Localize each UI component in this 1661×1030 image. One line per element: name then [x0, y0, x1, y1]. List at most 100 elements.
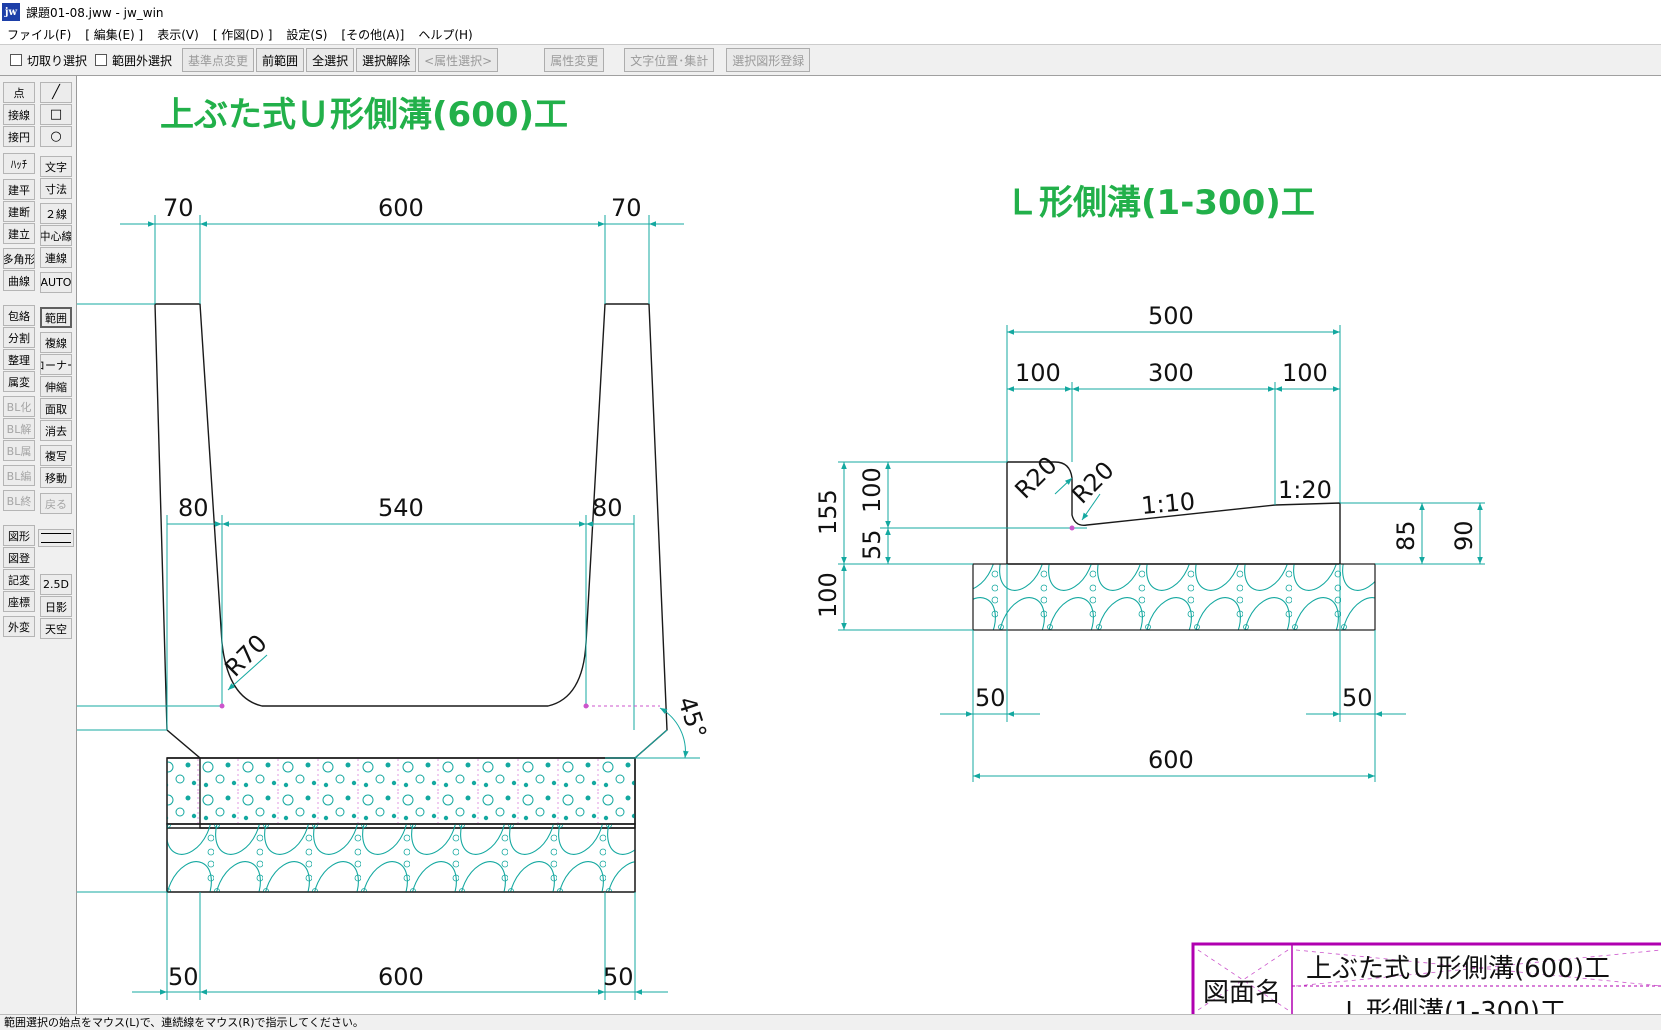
dim-bottom-left: 50 — [168, 963, 199, 991]
tool-arrange[interactable]: 整理 — [3, 349, 35, 370]
tool-section[interactable]: 建断 — [3, 201, 35, 222]
dim-l-slope-1: 1:10 — [1140, 487, 1196, 520]
menu-view[interactable]: 表示(V) — [157, 27, 199, 42]
dim-l-h100: 100 — [858, 467, 886, 513]
tool-continuous-line[interactable]: 連線 — [40, 247, 72, 268]
tool-sky[interactable]: 天空 — [40, 618, 72, 639]
tool-copy[interactable]: 複写 — [40, 445, 72, 466]
tool-coordinate[interactable]: 座標 — [3, 591, 35, 612]
tool-multi-line[interactable]: 複線 — [40, 332, 72, 353]
tool-line[interactable]: ╱ — [40, 82, 72, 103]
menu-file[interactable]: ファイル(F) — [7, 27, 72, 42]
tool-dimension[interactable]: 寸法 — [40, 178, 72, 199]
dim-bottom-mid: 600 — [378, 963, 424, 991]
attr-select-button[interactable]: <属性選択> — [418, 48, 499, 72]
line-style-selector[interactable] — [38, 529, 74, 547]
cut-select-checkbox[interactable]: 切取り選択 — [10, 52, 87, 69]
tool-bl-break[interactable]: BL解 — [3, 418, 35, 439]
tool-bl-end[interactable]: BL終 — [3, 490, 35, 511]
tool-shape[interactable]: 図形 — [3, 525, 35, 546]
l-ditch-dimension-labels: 500 100 300 100 R20 R20 1:10 1:20 155 10… — [814, 302, 1478, 774]
dim-top-right: 70 — [611, 194, 642, 222]
menu-draw[interactable]: [ 作図(D) ] — [212, 27, 273, 42]
dim-l-bottom-right: 50 — [1342, 684, 1373, 712]
tool-point[interactable]: 点 — [3, 82, 35, 103]
tool-auto[interactable]: AUTO — [40, 272, 72, 293]
line-icon: ╱ — [52, 85, 60, 100]
checkbox-icon — [10, 54, 22, 66]
tool-move[interactable]: 移動 — [40, 467, 72, 488]
drawing-canvas[interactable]: 上ぶた式Ｕ形側溝(600)工 — [77, 76, 1661, 1014]
tool-shadow[interactable]: 日影 — [40, 596, 72, 617]
menu-bar: ファイル(F) [ 編集(E) ] 表示(V) [ 作図(D) ] 設定(S) … — [0, 24, 1661, 44]
app-icon: jw — [2, 3, 20, 21]
dim-bottom-right: 50 — [603, 963, 634, 991]
register-shape-button[interactable]: 選択図形登録 — [726, 48, 811, 72]
tool-divide[interactable]: 分割 — [3, 327, 35, 348]
tool-elevation[interactable]: 建立 — [3, 223, 35, 244]
u-ditch-cobble-layer — [166, 823, 636, 893]
u-ditch-snap-point — [219, 703, 225, 709]
tool-corner[interactable]: コーナー — [40, 354, 72, 375]
tool-erase[interactable]: 消去 — [40, 420, 72, 441]
dim-inner-right: 80 — [592, 494, 623, 522]
tool-polygon[interactable]: 多角形 — [3, 248, 35, 269]
menu-help[interactable]: ヘルプ(H) — [418, 27, 473, 42]
title-bar: jw 課題01-08.jww - jw_win — [0, 0, 1661, 24]
rectangle-icon: □ — [49, 107, 63, 122]
dim-l-h155: 155 — [814, 489, 842, 535]
status-bar: 範囲選択の始点をマウス(L)で、連続線をマウス(R)で指示してください。 — [0, 1014, 1661, 1030]
tool-rectangle[interactable]: □ — [40, 104, 72, 125]
tool-note-change[interactable]: 記変 — [3, 569, 35, 590]
menu-settings[interactable]: 設定(S) — [286, 27, 328, 42]
dim-l-mid: 300 — [1148, 359, 1194, 387]
tool-curve[interactable]: 曲線 — [3, 270, 35, 291]
menu-edit[interactable]: [ 編集(E) ] — [85, 27, 144, 42]
dim-l-radius-2: R20 — [1066, 456, 1119, 509]
l-ditch-title: Ｌ形側溝(1-300)工 — [1005, 183, 1315, 223]
tool-undo[interactable]: 戻る — [40, 493, 72, 514]
tool-chamfer[interactable]: 面取 — [40, 398, 72, 419]
deselect-button[interactable]: 選択解除 — [356, 48, 417, 72]
tool-hatch[interactable]: ﾊｯﾁ — [3, 153, 35, 174]
tool-double-line[interactable]: ２線 — [40, 203, 72, 224]
tool-bl-edit[interactable]: BL編 — [3, 465, 35, 486]
dim-l-left: 100 — [1015, 359, 1061, 387]
l-ditch-cobble-layer — [972, 563, 1376, 631]
tool-plan[interactable]: 建平 — [3, 179, 35, 200]
u-ditch-gravel-layer — [166, 757, 636, 825]
tool-tangent-line[interactable]: 接線 — [3, 104, 35, 125]
tool-range[interactable]: 範囲 — [40, 307, 72, 328]
tool-bl-make[interactable]: BL化 — [3, 396, 35, 417]
selection-toolbar: 切取り選択 範囲外選択 基準点変更 前範囲 全選択 選択解除 <属性選択> 属性… — [0, 44, 1661, 76]
u-ditch-dimension-labels: 70 600 70 80 540 80 R70 45° 50 600 50 — [163, 194, 712, 991]
outside-select-checkbox[interactable]: 範囲外選択 — [95, 52, 172, 69]
dim-l-bottom-total: 600 — [1148, 746, 1194, 774]
dim-l-total: 500 — [1148, 302, 1194, 330]
cut-select-label: 切取り選択 — [27, 53, 88, 68]
dim-l-h90: 90 — [1450, 520, 1478, 551]
tool-external-change[interactable]: 外変 — [3, 616, 35, 637]
prev-range-button[interactable]: 前範囲 — [256, 48, 305, 72]
dim-inner-left: 80 — [178, 494, 209, 522]
tool-attr-change[interactable]: 属変 — [3, 371, 35, 392]
tool-wrap[interactable]: 包絡 — [3, 305, 35, 326]
tool-tangent-circle[interactable]: 接円 — [3, 126, 35, 147]
dim-l-h85: 85 — [1392, 520, 1420, 551]
title-block-name-2: Ｌ形側溝(1-300)工 — [1340, 997, 1566, 1014]
title-block-label: 図面名 — [1203, 978, 1281, 1008]
tool-2-5d[interactable]: 2.5D — [40, 574, 72, 595]
base-point-change-button[interactable]: 基準点変更 — [182, 48, 255, 72]
tool-stretch[interactable]: 伸縮 — [40, 376, 72, 397]
tool-bl-attr[interactable]: BL属 — [3, 440, 35, 461]
text-position-button[interactable]: 文字位置･集計 — [624, 48, 715, 72]
dim-l-h100b: 100 — [814, 572, 842, 618]
attr-change-button[interactable]: 属性変更 — [544, 48, 605, 72]
dim-top-left: 70 — [163, 194, 194, 222]
tool-shape-register[interactable]: 図登 — [3, 547, 35, 568]
tool-center-line[interactable]: 中心線 — [40, 225, 72, 246]
tool-text[interactable]: 文字 — [40, 156, 72, 177]
select-all-button[interactable]: 全選択 — [306, 48, 355, 72]
menu-other[interactable]: [その他(A)] — [341, 27, 405, 42]
tool-circle[interactable]: ○ — [40, 126, 72, 147]
